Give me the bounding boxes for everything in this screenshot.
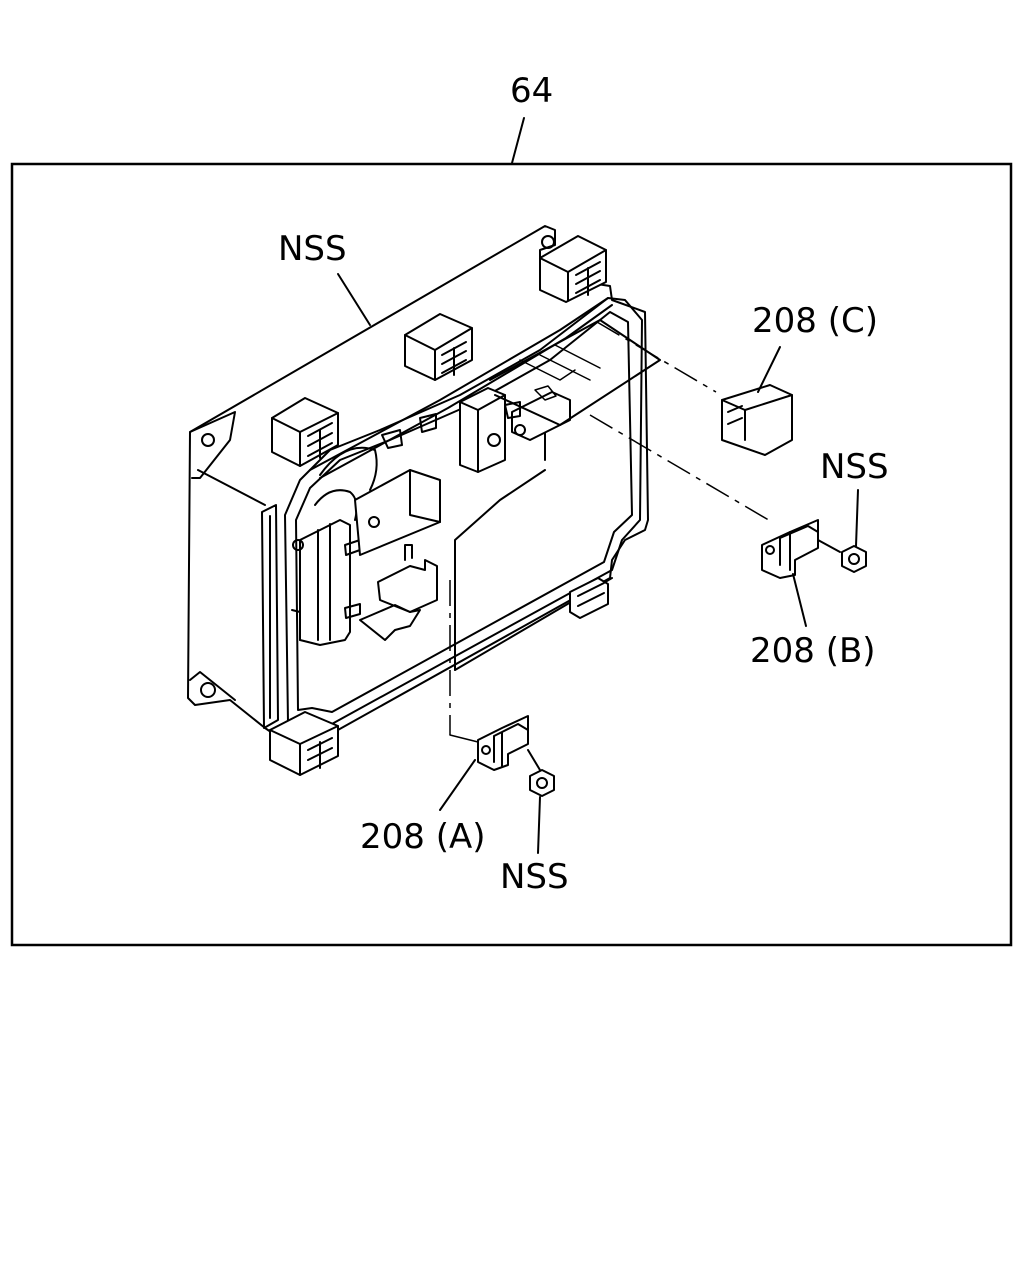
part-208b-guide-line — [589, 414, 773, 523]
part-208b-leader — [792, 573, 807, 627]
assembly-ref-leader — [511, 117, 525, 164]
part-208a-nut-nss-leader — [537, 796, 541, 854]
part-208b-relay — [761, 519, 841, 579]
diagram-frame — [10, 162, 1013, 947]
connector-block-top-right — [539, 235, 607, 303]
part-208a-relay — [477, 715, 541, 771]
connector-block-left — [271, 397, 339, 467]
part-208b-nut-nss-leader — [855, 489, 859, 547]
internal-bracket-center — [354, 413, 441, 556]
assembly-ref-label: 64 — [510, 71, 553, 111]
case-nss-leader — [337, 273, 371, 326]
part-208a-nut-nss-label: NSS — [500, 857, 569, 897]
part-208c-connector — [721, 384, 793, 456]
part-208c-label: 208 (C) — [752, 301, 878, 341]
connector-block-bottom-left — [269, 711, 339, 776]
connector-block-top-middle — [404, 313, 473, 381]
part-208c-guide-line — [596, 321, 717, 393]
fuse-slot-area — [489, 319, 661, 426]
case-nss-label: NSS — [278, 229, 347, 269]
part-208c-leader — [757, 346, 781, 393]
internal-terminal-lower — [359, 544, 438, 641]
part-208b-nut-nss-label: NSS — [820, 447, 889, 487]
part-208b-label: 208 (B) — [750, 631, 876, 671]
connector-block-bottom-right — [569, 577, 609, 619]
part-208a-leader — [439, 759, 476, 811]
part-208a-label: 208 (A) — [360, 817, 486, 857]
part-208a-nut — [529, 769, 555, 797]
part-208b-nut — [841, 545, 867, 573]
